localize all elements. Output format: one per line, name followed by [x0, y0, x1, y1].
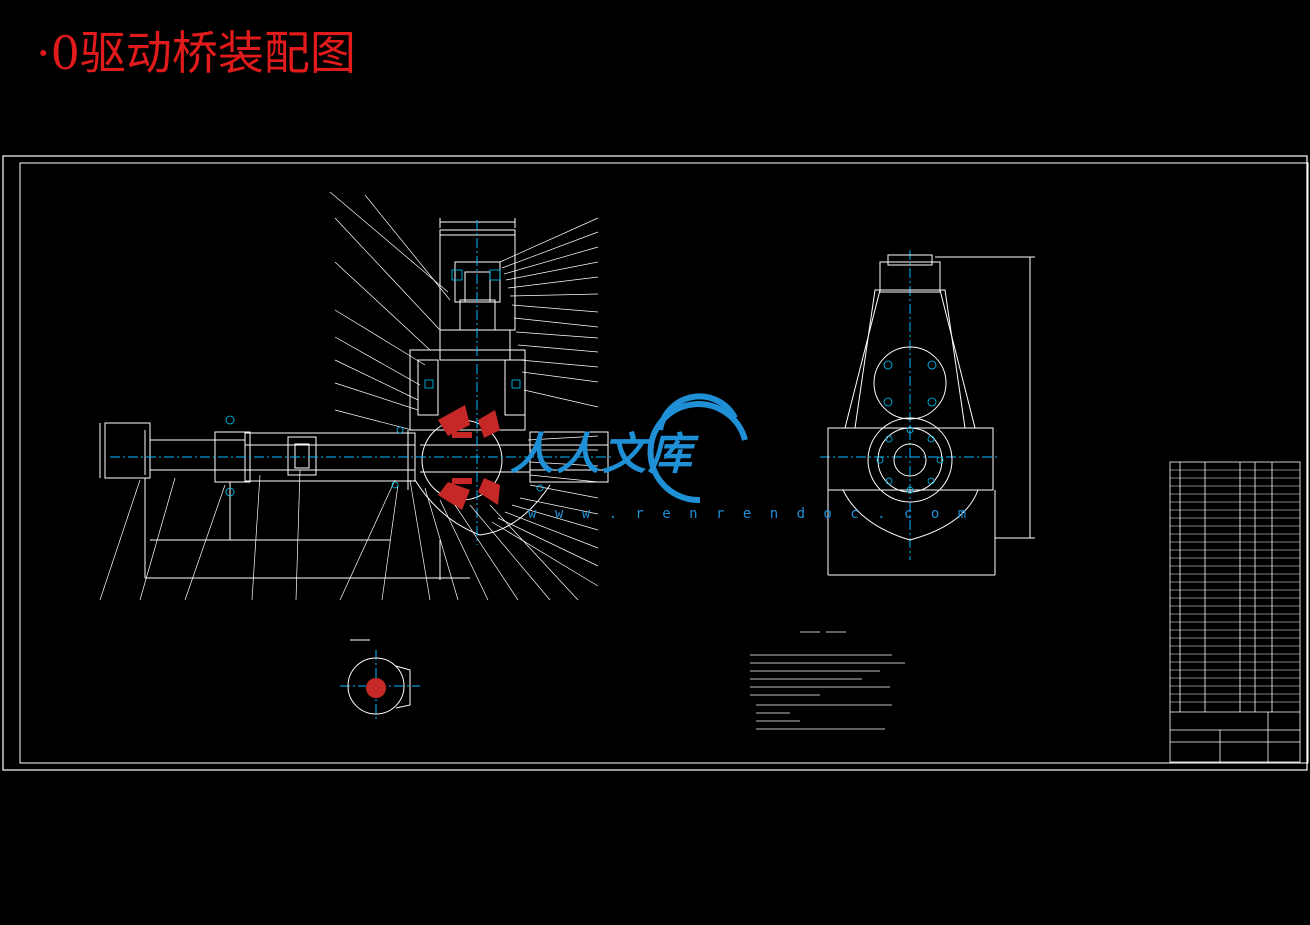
- technical-requirements-block: [750, 631, 905, 730]
- renrendoc-logo-icon: [647, 393, 748, 504]
- side-view: [827, 254, 1035, 576]
- dimension-marks: [225, 269, 544, 497]
- parts-list-table: [1169, 461, 1301, 763]
- inner-frame: [19, 162, 1309, 764]
- outer-frame: [2, 155, 1308, 771]
- leader-lines-right: [491, 217, 599, 587]
- side-view-bolt-holes: [876, 360, 944, 494]
- leader-lines-bottom: [99, 469, 579, 601]
- watermark-url: w w w . r e n r e n d o c . c o m: [528, 506, 972, 522]
- watermark-text: 人人文库: [510, 429, 694, 480]
- leader-lines-left: [329, 191, 451, 431]
- gear-section-highlight: [438, 405, 500, 510]
- section-b-view: [347, 639, 411, 715]
- main-section-view: [99, 218, 609, 580]
- page-title: ·0驱动桥装配图: [36, 26, 356, 80]
- parts-list-rows: [1170, 469, 1300, 703]
- section-b-hub: [366, 678, 386, 698]
